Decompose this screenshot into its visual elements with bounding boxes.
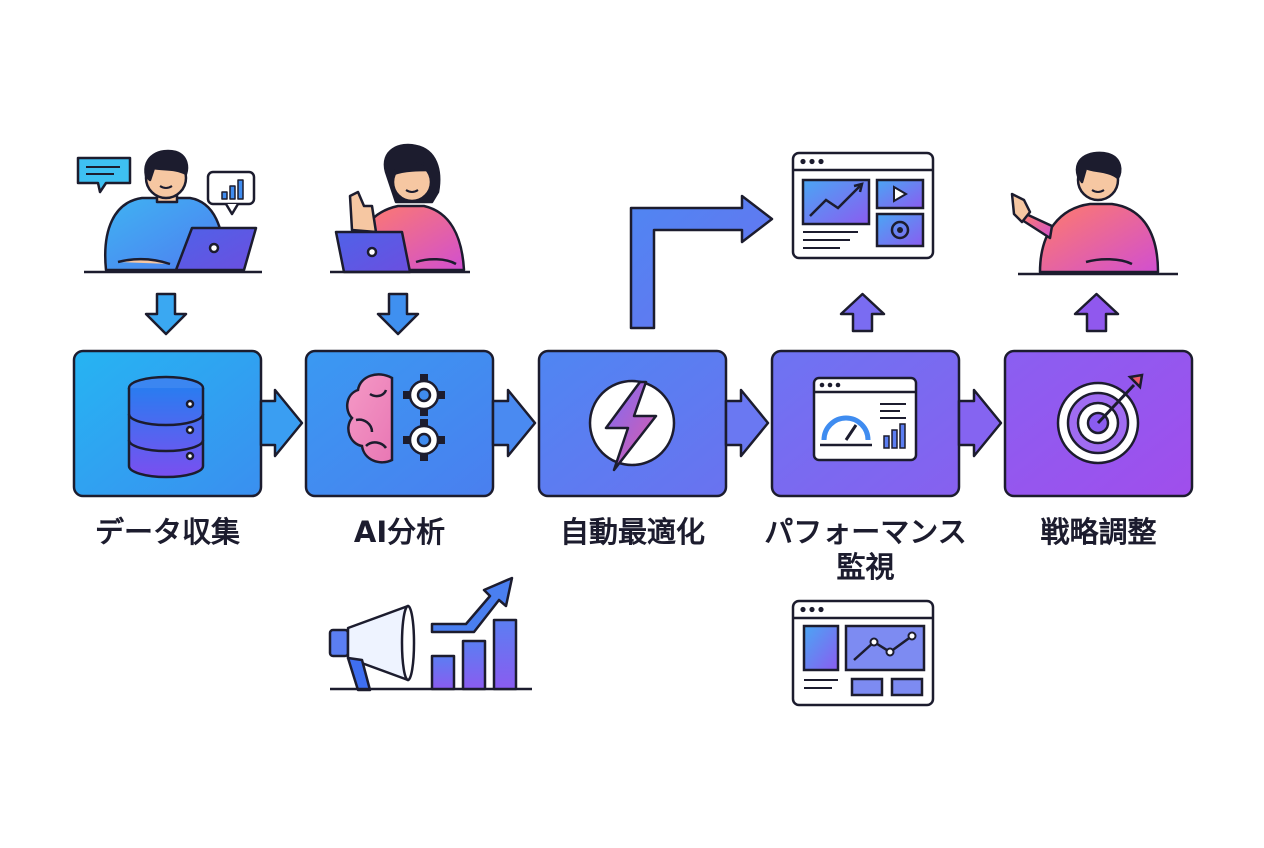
up-arrow-4 xyxy=(839,292,886,333)
step-box-ai-analysis xyxy=(304,349,495,498)
line-chart-window-icon xyxy=(791,599,935,707)
brain-gears-icon xyxy=(345,373,445,464)
step-label-performance-monitoring-line1: パフォーマンス xyxy=(764,515,967,549)
flow-arrow-2 xyxy=(491,388,537,458)
woman-laptop-icon xyxy=(330,143,470,274)
step-label-strategy-adjustment: 戦略調整 xyxy=(1040,515,1157,549)
person-laptop-icon xyxy=(76,149,262,274)
down-arrow-2 xyxy=(376,292,420,336)
down-arrow-1 xyxy=(144,292,188,336)
step-label-auto-optimization: 自動最適化 xyxy=(559,515,705,549)
flow-arrow-1 xyxy=(259,388,304,458)
step-label-performance-monitoring-line2: 監視 xyxy=(836,550,895,584)
presenter-icon xyxy=(1010,151,1178,276)
target-icon xyxy=(1056,373,1144,465)
flow-arrow-4 xyxy=(957,388,1003,458)
lightning-icon xyxy=(588,379,676,472)
dashboard-gauge-icon xyxy=(812,376,918,462)
step-label-data-collection: データ収集 xyxy=(94,515,240,549)
database-icon xyxy=(127,375,205,479)
up-arrow-5 xyxy=(1073,292,1120,333)
analytics-window-icon xyxy=(791,151,935,260)
flow-arrow-3 xyxy=(724,388,770,458)
megaphone-growth-icon xyxy=(328,576,532,692)
elbow-arrow xyxy=(629,194,774,330)
step-label-ai-analysis: AI分析 xyxy=(353,515,446,549)
